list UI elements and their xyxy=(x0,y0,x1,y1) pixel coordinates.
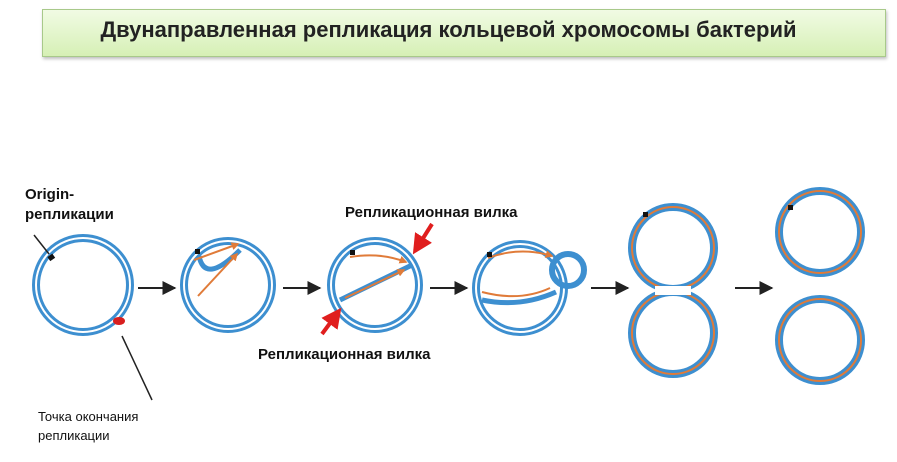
origin-label-line1: Origin- xyxy=(25,186,75,203)
fork-arrow-bottom xyxy=(320,307,342,336)
stage-1-circle xyxy=(32,234,134,336)
origin-marker xyxy=(788,205,793,210)
stage-6-daughter-circles xyxy=(775,187,865,385)
fork-arrow-top xyxy=(412,222,434,255)
terminus-pointer xyxy=(121,335,153,401)
stage-5-figure-eight xyxy=(628,203,718,378)
page-title: Двунаправленная репликация кольцевой хро… xyxy=(100,17,797,42)
origin-label-line2: репликации xyxy=(25,206,114,223)
fork-label-top: Репликационная вилка xyxy=(345,204,518,221)
origin-pointer xyxy=(33,234,50,255)
origin-marker xyxy=(350,250,355,255)
fork-label-bottom: Репликационная вилка xyxy=(258,346,431,363)
terminus-label-line2: репликации xyxy=(38,428,110,443)
origin-marker xyxy=(47,253,56,262)
terminus-marker xyxy=(113,317,125,325)
stage-3-circle xyxy=(327,237,423,333)
origin-marker xyxy=(487,252,492,257)
origin-marker xyxy=(643,212,648,217)
stage-2-circle xyxy=(180,237,276,333)
stage-4-circle xyxy=(472,240,587,336)
title-banner xyxy=(42,9,886,57)
origin-marker xyxy=(195,249,200,254)
terminus-label-line1: Точка окончания xyxy=(38,409,139,424)
